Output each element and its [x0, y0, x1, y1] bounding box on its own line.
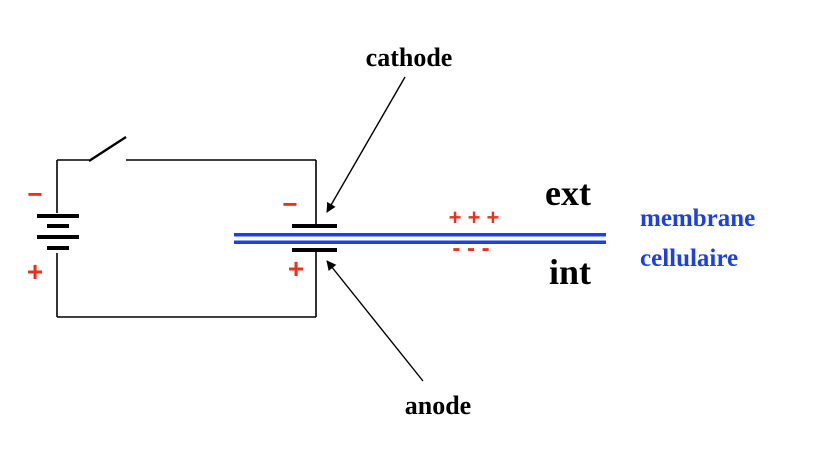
anode-arrow — [326, 260, 424, 382]
membrane-label-line2: cellulaire — [640, 245, 738, 272]
electrode-minus-sign: − — [282, 189, 297, 219]
ext-label: ext — [545, 173, 591, 213]
battery-plate-4 — [47, 246, 69, 250]
cathode-label: cathode — [366, 43, 453, 72]
battery-plate-2 — [47, 224, 69, 228]
cathode-electrode — [292, 224, 337, 228]
membrane-outer-charges: + + + — [449, 205, 500, 230]
battery-plate-1 — [37, 214, 79, 218]
int-label: int — [549, 252, 591, 292]
electrode-plus-sign: + — [288, 253, 304, 284]
battery-plus-sign: + — [27, 256, 43, 287]
battery-plate-3 — [37, 235, 79, 239]
circuit-wires — [56, 159, 317, 318]
membrane-inner-charges: - - - — [452, 235, 489, 262]
battery — [37, 214, 79, 250]
membrane-label-line1: membrane — [640, 205, 755, 232]
anode-electrode — [292, 248, 337, 252]
membrane-gap — [234, 236, 606, 241]
switch — [88, 135, 127, 163]
anode-label: anode — [405, 391, 471, 420]
battery-minus-sign: − — [27, 179, 42, 209]
cathode-arrow — [326, 76, 406, 213]
cell-membrane — [234, 233, 606, 244]
